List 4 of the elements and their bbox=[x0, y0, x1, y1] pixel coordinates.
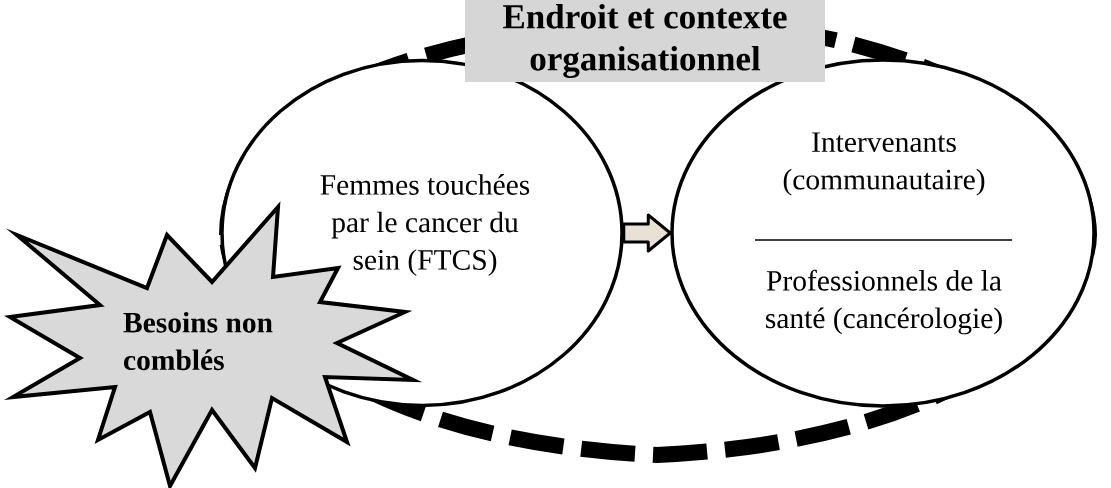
label-text: Intervenants (communautaire) bbox=[783, 132, 985, 196]
block-arrow bbox=[622, 213, 672, 253]
heading-box: Endroit et contexte organisationnel bbox=[465, 0, 825, 82]
label-text: Professionnels de la santé (cancérologie) bbox=[766, 269, 1002, 335]
